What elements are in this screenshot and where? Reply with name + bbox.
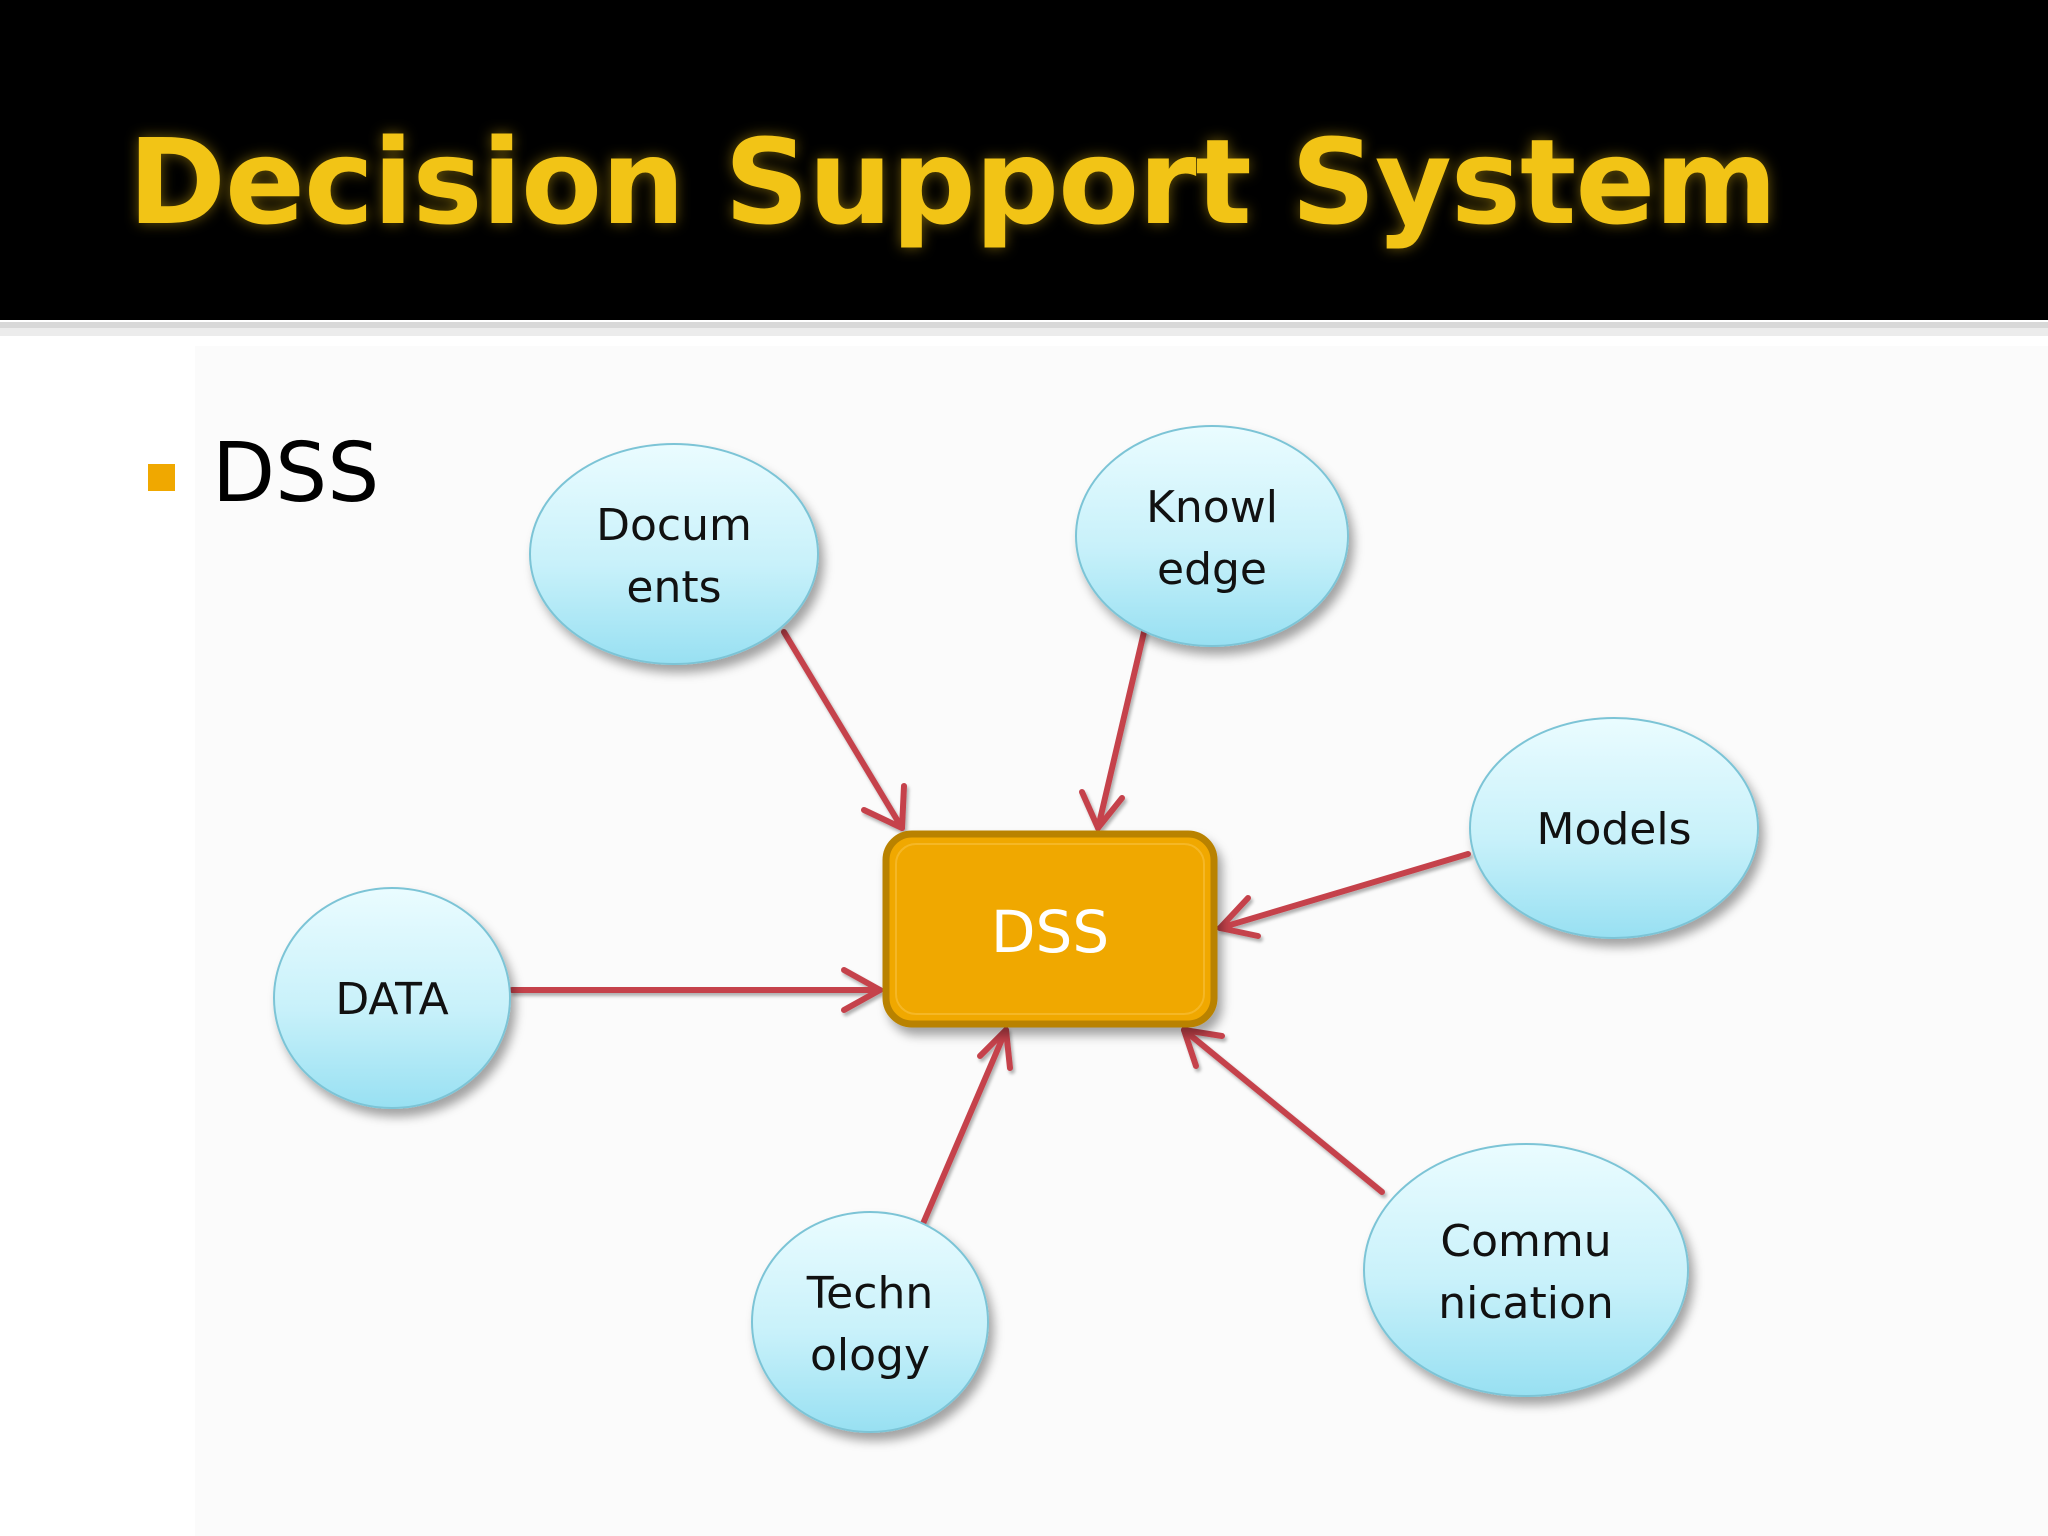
node-models-label: Models: [1536, 804, 1691, 855]
node-data-label: DATA: [335, 974, 448, 1025]
node-communication-label-line2: nication: [1438, 1278, 1614, 1329]
node-models: Models: [1469, 717, 1759, 939]
arrow-communication-to-dss: [1181, 1027, 1385, 1195]
node-documents-label-line1: Docum: [596, 500, 752, 551]
dss-center-label: DSS: [991, 898, 1109, 966]
bullet-text: DSS: [212, 426, 380, 521]
title-divider: [0, 322, 2048, 328]
arrow-documents-to-dss: [781, 629, 907, 831]
arrow-knowledge-to-dss: [1079, 629, 1147, 831]
node-documents-label-line2: ents: [626, 562, 721, 613]
node-technology: Techn ology: [751, 1211, 989, 1433]
arrows: [509, 629, 1471, 1229]
node-knowledge-label-line1: Knowl: [1146, 482, 1278, 533]
bullet-marker: [148, 464, 175, 491]
node-communication-label-line1: Commu: [1440, 1216, 1611, 1267]
title-bar: Decision Support System: [0, 0, 2048, 320]
node-communication: Commu nication: [1363, 1143, 1689, 1397]
title-divider-shadow: [0, 328, 2048, 336]
dss-center-box: [882, 830, 1218, 1028]
node-data: DATA: [273, 887, 511, 1109]
node-knowledge: Knowl edge: [1075, 425, 1349, 647]
node-documents: Docum ents: [529, 443, 819, 665]
node-technology-label-line2: ology: [810, 1330, 930, 1381]
arrow-data-to-dss: [509, 967, 883, 1013]
node-technology-label-line1: Techn: [806, 1268, 933, 1319]
arrow-technology-to-dss: [919, 1027, 1013, 1229]
slide-title: Decision Support System: [128, 113, 1777, 251]
arrow-models-to-dss: [1217, 851, 1471, 939]
node-knowledge-label-line2: edge: [1157, 544, 1267, 595]
